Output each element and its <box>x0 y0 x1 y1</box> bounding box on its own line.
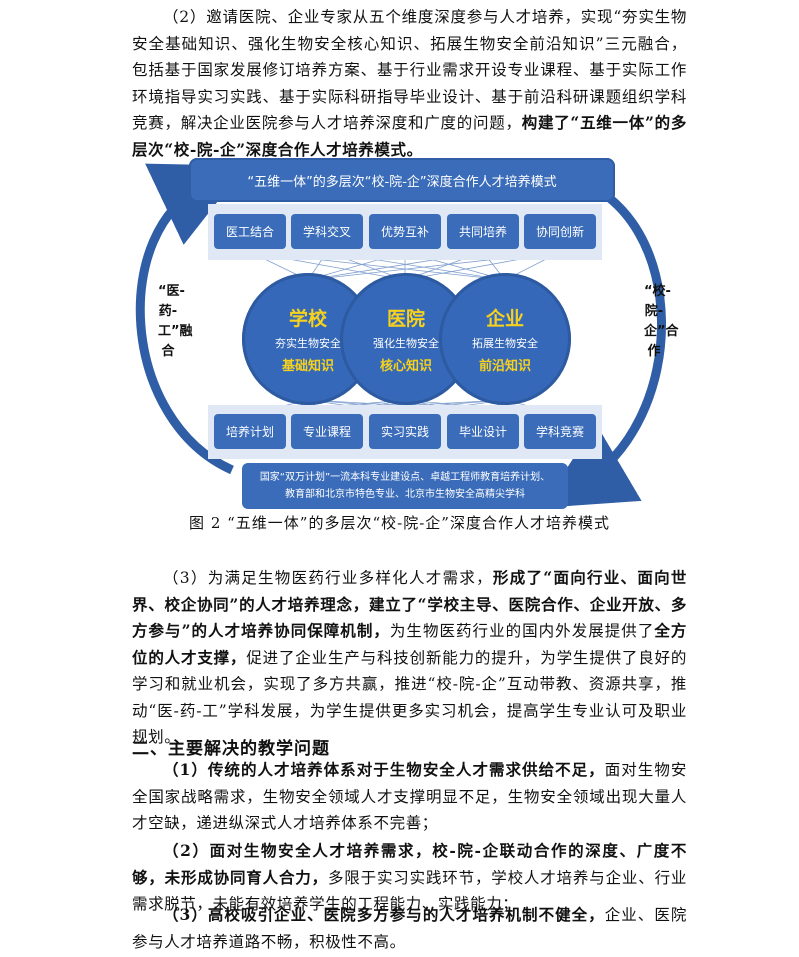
paragraph-3-b: 形成了“面向行业、面向世界、校企协同”的人才培养理念，建立了“学校主导、医院合作… <box>132 568 687 640</box>
paragraph-3-c: 为生物医药行业的国内外发展提供了 <box>389 622 655 640</box>
honors-box: 国家“双万计划”一流本科专业建设点、卓越工程师教育培养计划、 教育部和北京市特色… <box>242 463 568 509</box>
top-item-5: 协同创新 <box>524 214 596 249</box>
left-arc-arrow <box>135 163 246 475</box>
honors-line-1: 国家“双万计划”一流本科专业建设点、卓越工程师教育培养计划、 <box>259 472 551 483</box>
problem-3-bold: （3）高校吸引企业、医院多方参与的人才培养机制不健全， <box>163 905 605 924</box>
problem-3-text: 企业、医院参与人才培养道路不畅，积极性不高。 <box>132 906 687 951</box>
figure-caption: 图 2 “五维一体”的多层次“校-院-企”深度合作人才培养模式 <box>189 514 610 532</box>
paragraph-3-d: 全方位的人才支撑， <box>132 621 687 667</box>
paragraph-2-bold: 构建了“五维一体”的多层次“校-院-企”深度合作人才培养模式。 <box>132 113 688 159</box>
circle-hospital-title: 医院 <box>386 308 425 330</box>
paragraph-3-e: 促进了企业生产与科技创新能力的提升，为学生提供了良好的学习和就业机会，实现了多方… <box>132 648 687 747</box>
paragraph-3-a: （3）为满足生物医药行业多样化人才需求， <box>163 569 493 587</box>
problem-1-bold: （1）传统的人才培养体系对于生物安全人才需求供给不足， <box>163 760 605 779</box>
problem-2-bold: （2）面对生物安全人才培养需求，校-院-企联动合作的深度、广度不够，未形成协同育… <box>132 841 687 887</box>
top-item-1: 医工结合 <box>214 214 286 249</box>
circle-enterprise: 企业 拓展生物安全 前沿知识 <box>439 273 571 405</box>
bottom-item-4: 毕业设计 <box>447 414 519 449</box>
circle-school-sub: 夯实生物安全 <box>275 337 341 350</box>
circle-hospital-sub: 强化生物安全 <box>373 337 439 350</box>
paragraph-2-text: （2）邀请医院、企业专家从五个维度深度参与人才培养，实现“夯实生物安全基础知识、… <box>132 8 687 132</box>
problem-1-text: 面对生物安全国家战略需求，生物安全领域人才支撑明显不足，生物安全领域出现大量人才… <box>132 761 687 832</box>
left-side-label: “医-药-工”融合 <box>158 284 193 359</box>
model-diagram: “五维一体”的多层次“校-院-企”深度合作人才培养模式 医工结合 学科交叉 优势… <box>135 158 679 509</box>
top-item-4: 共同培养 <box>447 214 519 249</box>
bottom-item-1: 培养计划 <box>214 414 286 449</box>
right-arc-arrow <box>541 173 666 508</box>
top-item-3: 优势互补 <box>369 214 441 249</box>
diagram-title-box: “五维一体”的多层次“校-院-企”深度合作人才培养模式 <box>189 158 615 202</box>
circle-enterprise-sub: 拓展生物安全 <box>472 337 538 350</box>
paragraph-3: （3）为满足生物医药行业多样化人才需求，形成了“面向行业、面向世界、校企协同”的… <box>132 565 687 751</box>
circle-enterprise-key: 前沿知识 <box>478 359 531 374</box>
circle-school-title: 学校 <box>288 308 327 330</box>
honors-line-2: 教育部和北京市特色专业、北京市生物安全高精尖学科 <box>285 489 525 500</box>
problem-1: （1）传统的人才培养体系对于生物安全人才需求供给不足，面对生物安全国家战略需求，… <box>132 757 687 837</box>
top-item-2: 学科交叉 <box>291 214 363 249</box>
right-side-label: “校-院-企”合作 <box>644 284 679 359</box>
section-2-heading: 二、主要解决的教学问题 <box>132 739 330 759</box>
problem-2: （2）面对生物安全人才培养需求，校-院-企联动合作的深度、广度不够，未形成协同育… <box>132 838 687 918</box>
circle-hospital-key: 核心知识 <box>379 359 432 374</box>
bottom-item-2: 专业课程 <box>291 414 363 449</box>
bottom-item-3: 实习实践 <box>369 414 441 449</box>
circle-enterprise-title: 企业 <box>485 308 524 330</box>
circle-school-key: 基础知识 <box>281 359 334 374</box>
problem-3: （3）高校吸引企业、医院多方参与的人才培养机制不健全，企业、医院参与人才培养道路… <box>132 902 687 955</box>
paragraph-2: （2）邀请医院、企业专家从五个维度深度参与人才培养，实现“夯实生物安全基础知识、… <box>132 4 687 163</box>
bottom-item-5: 学科竞赛 <box>524 414 596 449</box>
problem-2-text: 多限于实习实践环节，学校人才培养与企业、行业需求脱节，未能有效培养学生的工程能力… <box>132 868 688 914</box>
